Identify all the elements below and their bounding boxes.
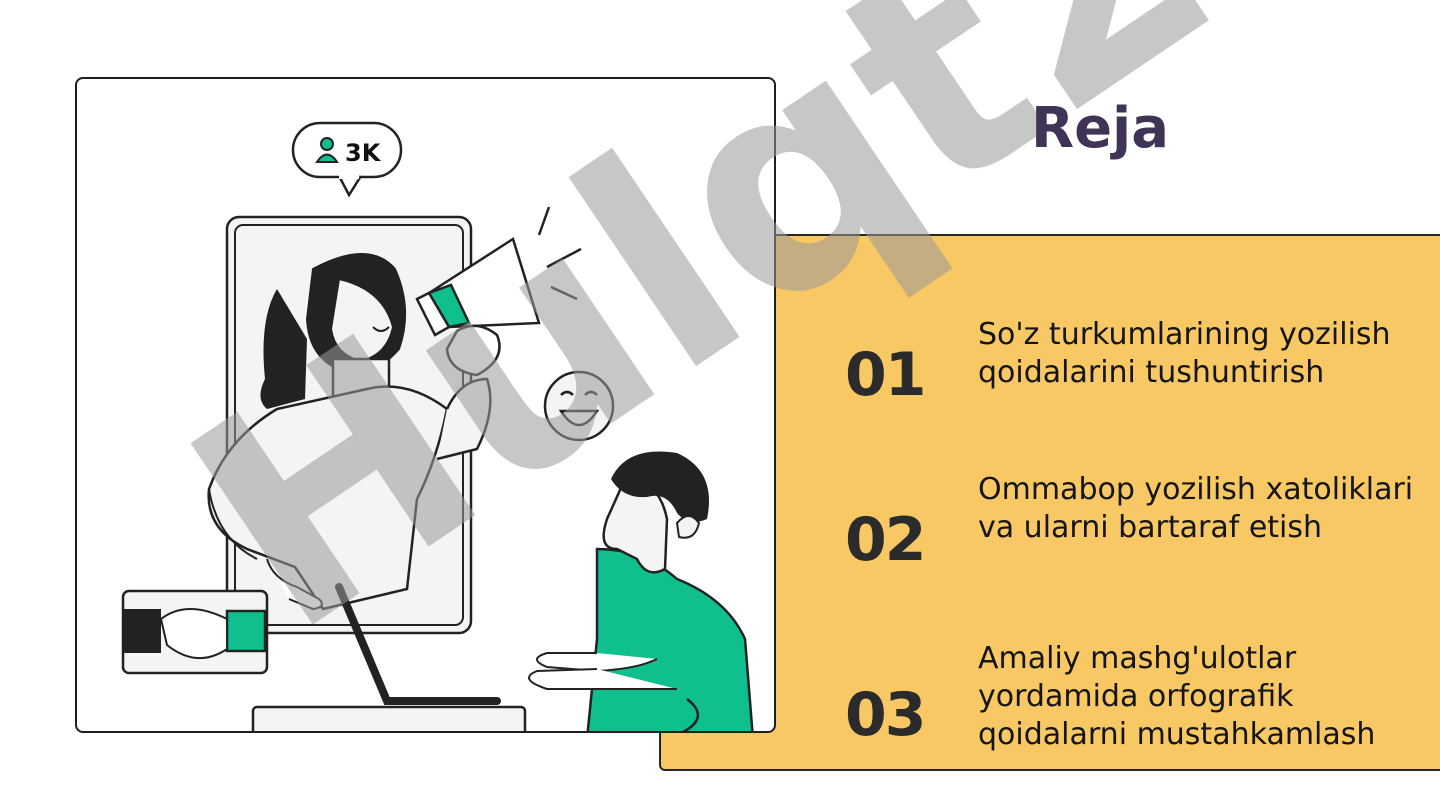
marketing-illustration: 3K [121, 121, 754, 731]
item-text-1: So'z turkumlarining yozilish qoidalarini… [978, 317, 1391, 390]
smiley-icon [543, 370, 615, 442]
follower-bubble: 3K [291, 121, 403, 198]
illustration-card: 3K [75, 77, 776, 733]
page-title: Reja [1030, 96, 1170, 161]
megaphone-icon [415, 206, 582, 377]
follower-count: 3K [345, 139, 382, 167]
item-text-2: Ommabop yozilish xatoliklari va ularni b… [978, 472, 1414, 545]
user-icon [315, 137, 339, 163]
item-number-1: 01 [845, 340, 926, 410]
item-number-3: 03 [845, 680, 926, 750]
content-panel [659, 234, 1440, 771]
item-number-2: 02 [845, 505, 926, 575]
handshake-card [121, 589, 269, 675]
item-text-3: Amaliy mashg'ulotlar yordamida orfografi… [978, 641, 1376, 752]
